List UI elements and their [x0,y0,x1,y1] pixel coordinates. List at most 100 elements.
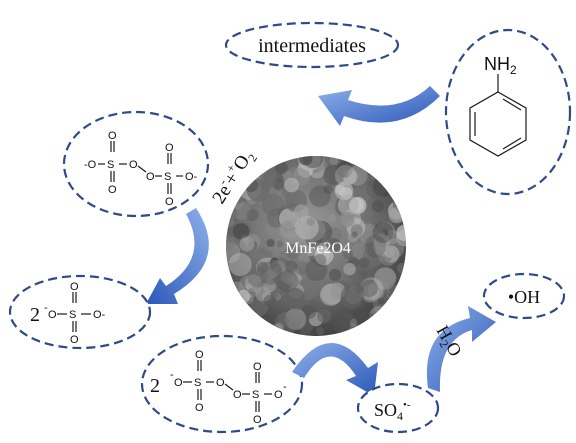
benzene-ring-icon [469,74,527,157]
particle-grain [278,315,289,327]
svg-text:O: O [48,309,57,321]
water-label: H2O [430,322,466,361]
particle-grain [390,178,401,188]
particle-grain [261,193,285,216]
particle-grain [309,299,317,307]
persulfate-structure-icon: - O S O O O O S O O O - [170,349,287,426]
curved-arrow-icon [146,208,209,304]
particle-grain [340,285,365,309]
particle-grain [390,313,406,333]
particle-grain [328,214,337,222]
particle-grain [310,326,325,336]
particle-grain [351,231,358,238]
svg-text:O: O [233,389,242,401]
svg-text:O: O [253,361,262,373]
particle-grain [384,238,405,259]
particle-grain [266,238,275,247]
particle-grain [323,184,334,195]
persulfate-bubble-top: -O S O O O O S O O O- [62,110,210,218]
particle-grain [339,156,349,162]
mnfe2o4-particle: MnFe2O4 [226,156,406,336]
particle-grain [349,156,358,163]
particle-grain [336,161,353,178]
particle-grain [226,237,240,254]
particle-grain [284,177,299,193]
persulfate-bubble-bottom: 2 - O S O O O O S O O O - [140,334,304,434]
particle-grain [391,156,406,166]
svg-text:S: S [69,309,76,321]
particle-grain [388,163,406,186]
hydroxyl-radical-label: •OH [508,287,540,307]
particle-grain [392,168,400,176]
particle-grain [360,237,368,246]
particle-grain [316,327,325,335]
curved-arrow-icon [292,342,378,396]
particle-grain [258,247,266,255]
particle-grain [293,204,310,220]
particle-grain [284,288,306,309]
particle-grain [359,275,377,292]
svg-text:O: O [70,334,79,346]
svg-text:O: O [165,142,174,154]
hydroxyl-radical-bubble: •OH [482,272,566,320]
particle-grain [283,287,307,311]
sulfate-radical-bubble: SO4•- [356,382,440,434]
svg-text:S: S [252,389,259,401]
particle-grain [295,215,319,240]
particle-grain [246,209,259,222]
svg-text:O: O [165,196,174,208]
particle-grain [394,281,406,300]
svg-text:O: O [274,389,283,401]
particle-grain [239,236,255,252]
particle-grain [314,246,334,266]
svg-text:-: - [44,302,48,314]
particle-grain [384,247,395,258]
svg-text:S: S [194,377,201,389]
particle-grain [372,222,394,243]
particle-grain [281,220,294,233]
particle-grain [306,217,315,226]
particle-grain [244,178,258,193]
particle-grain [373,267,397,290]
particle-grain [247,288,255,295]
particle-grain [256,268,265,277]
particle-grain [366,178,387,199]
particle-grain [360,279,379,298]
particle-grain [386,285,402,302]
particle-grain [309,185,331,208]
particle-grain [323,164,345,186]
particle-grain [295,261,309,275]
intermediates-bubble: intermediates [224,21,400,69]
particle-grain [306,248,315,257]
svg-text:O: O [253,414,262,426]
sulfate-bubble: 2 - O S O O O- [8,274,152,350]
particle-grain [377,298,384,305]
particle-grain [360,277,384,301]
svg-text:O: O [216,377,225,389]
particle-grain [373,233,390,251]
intermediates-label: intermediates [258,35,366,57]
particle-grain [326,238,341,252]
particle-grain [396,224,406,242]
svg-text:-: - [283,381,287,393]
particle-grain [263,294,277,308]
particle-grain [329,156,339,166]
particle-grain [347,165,368,186]
particle-grain [287,275,300,288]
particle-grain [298,156,313,166]
nh2-label: NH2 [484,54,517,77]
particle-grain [274,311,298,335]
particle-grain [233,223,250,240]
particle-grain [226,234,235,251]
particle-grain [384,178,400,194]
particle-grain [285,260,298,273]
particle-grain [392,296,401,305]
svg-text:-O: -O [84,159,97,171]
persulfate-structure-icon: -O S O O O O S O O O- [84,130,198,208]
particle-grain [358,322,373,336]
particle-grain [317,308,332,323]
particle-grain [380,212,392,224]
particle-grain [275,161,288,175]
particle-grain [229,288,240,300]
